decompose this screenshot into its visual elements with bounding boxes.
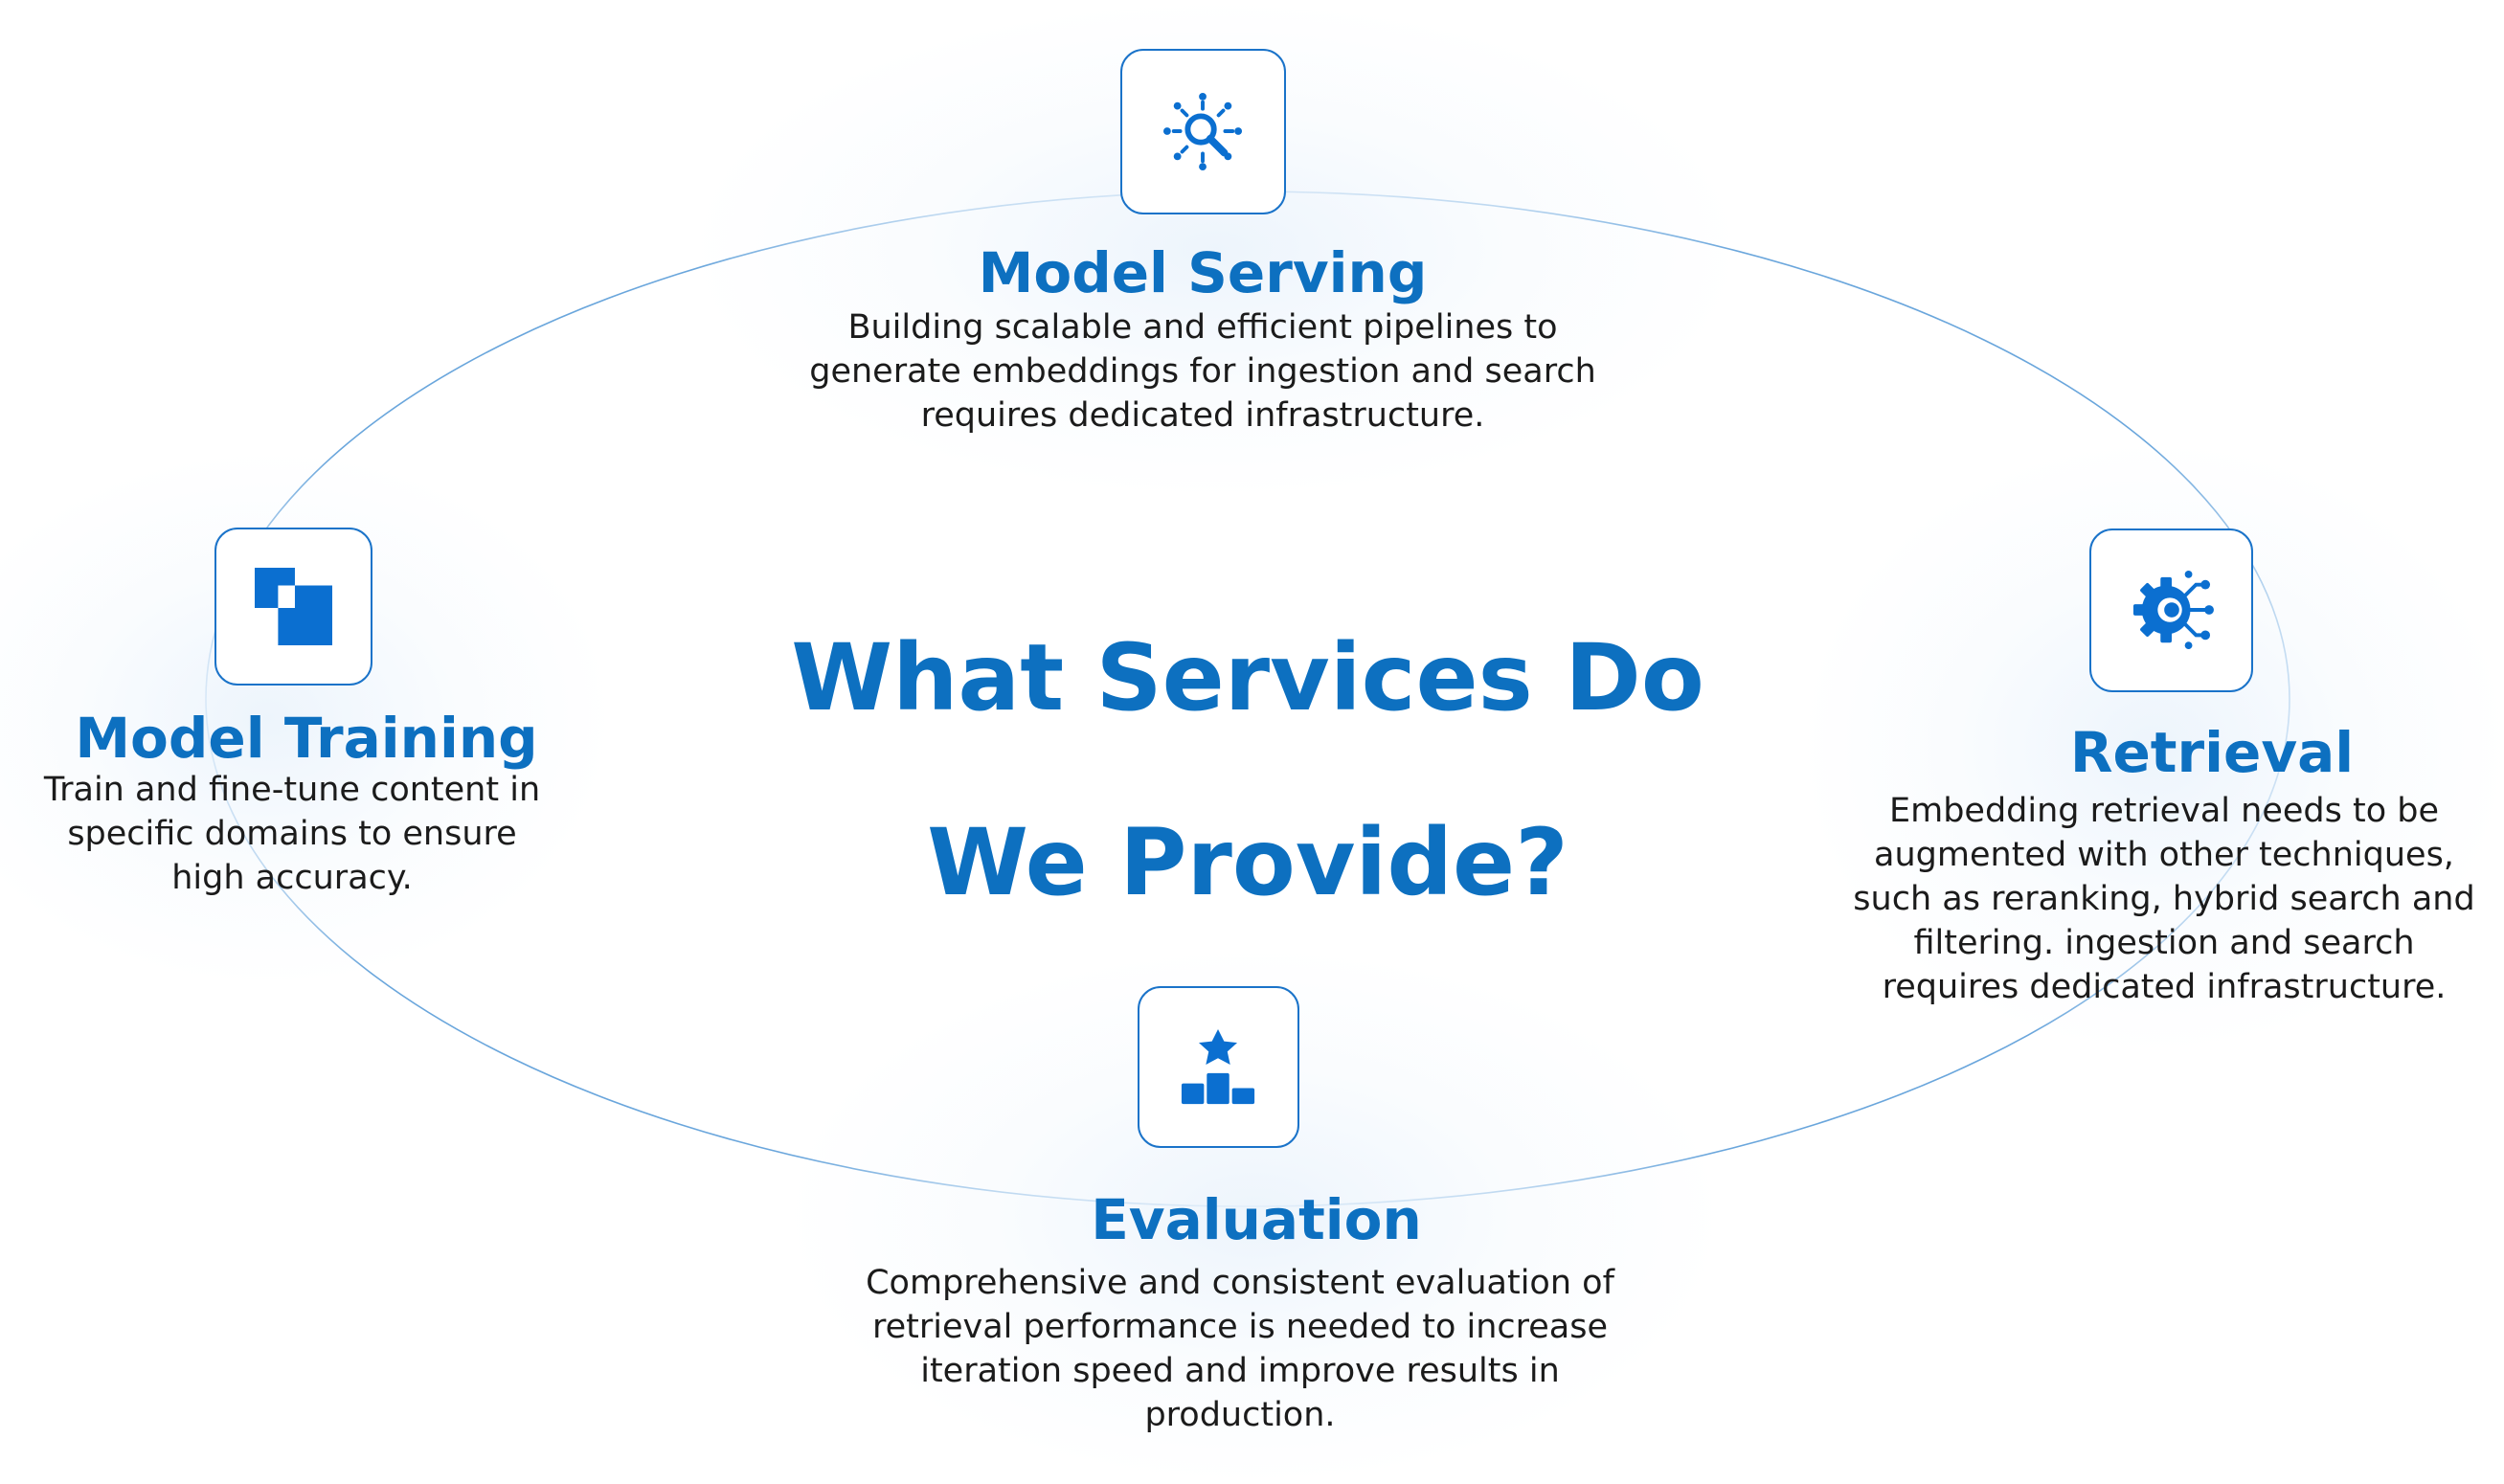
model-training-icon-box xyxy=(214,528,372,686)
network-search-icon xyxy=(1162,92,1243,171)
retrieval-icon-box xyxy=(2089,528,2253,692)
retrieval-line: such as reranking, hybrid search and xyxy=(1853,880,2475,918)
evaluation-description: Comprehensive and consistent evaluation … xyxy=(761,1261,1719,1437)
retrieval-line: augmented with other techniques, xyxy=(1874,836,2454,874)
evaluation-line: retrieval performance is needed to incre… xyxy=(871,1308,1609,1346)
model-serving-description: Building scalable and efficient pipeline… xyxy=(724,305,1681,438)
retrieval-line: Embedding retrieval needs to be xyxy=(1888,792,2439,830)
title-line-1: What Services Do xyxy=(791,624,1704,731)
model-serving-line: requires dedicated infrastructure. xyxy=(920,396,1485,435)
title-line-2: We Provide? xyxy=(927,809,1568,916)
retrieval-heading: Retrieval xyxy=(2069,720,2355,785)
evaluation-line: iteration speed and improve results in xyxy=(920,1352,1560,1390)
model-training-line: Train and fine-tune content in xyxy=(43,771,541,809)
retrieval-line: filtering. ingestion and search xyxy=(1913,924,2415,962)
evaluation-icon-box xyxy=(1138,986,1299,1148)
model-training-heading: Model Training xyxy=(75,706,538,771)
model-serving-line: generate embeddings for ingestion and se… xyxy=(809,352,1596,391)
retrieval-description: Embedding retrieval needs to be augmente… xyxy=(1824,789,2504,1009)
retrieval-line: requires dedicated infrastructure. xyxy=(1882,968,2447,1006)
evaluation-heading: Evaluation xyxy=(1091,1187,1422,1252)
podium-star-icon xyxy=(1181,1028,1255,1105)
model-serving-heading: Model Serving xyxy=(978,240,1428,305)
gear-network-icon xyxy=(2132,570,2214,650)
evaluation-line: production. xyxy=(1144,1396,1336,1434)
model-training-line: specific domains to ensure xyxy=(67,815,517,853)
model-training-line: high accuracy. xyxy=(171,859,413,897)
model-serving-icon-box xyxy=(1120,49,1286,214)
evaluation-line: Comprehensive and consistent evaluation … xyxy=(866,1264,1614,1302)
overlapping-squares-icon xyxy=(255,568,332,645)
model-training-description: Train and fine-tune content in specific … xyxy=(0,768,584,900)
model-serving-line: Building scalable and efficient pipeline… xyxy=(847,308,1558,347)
